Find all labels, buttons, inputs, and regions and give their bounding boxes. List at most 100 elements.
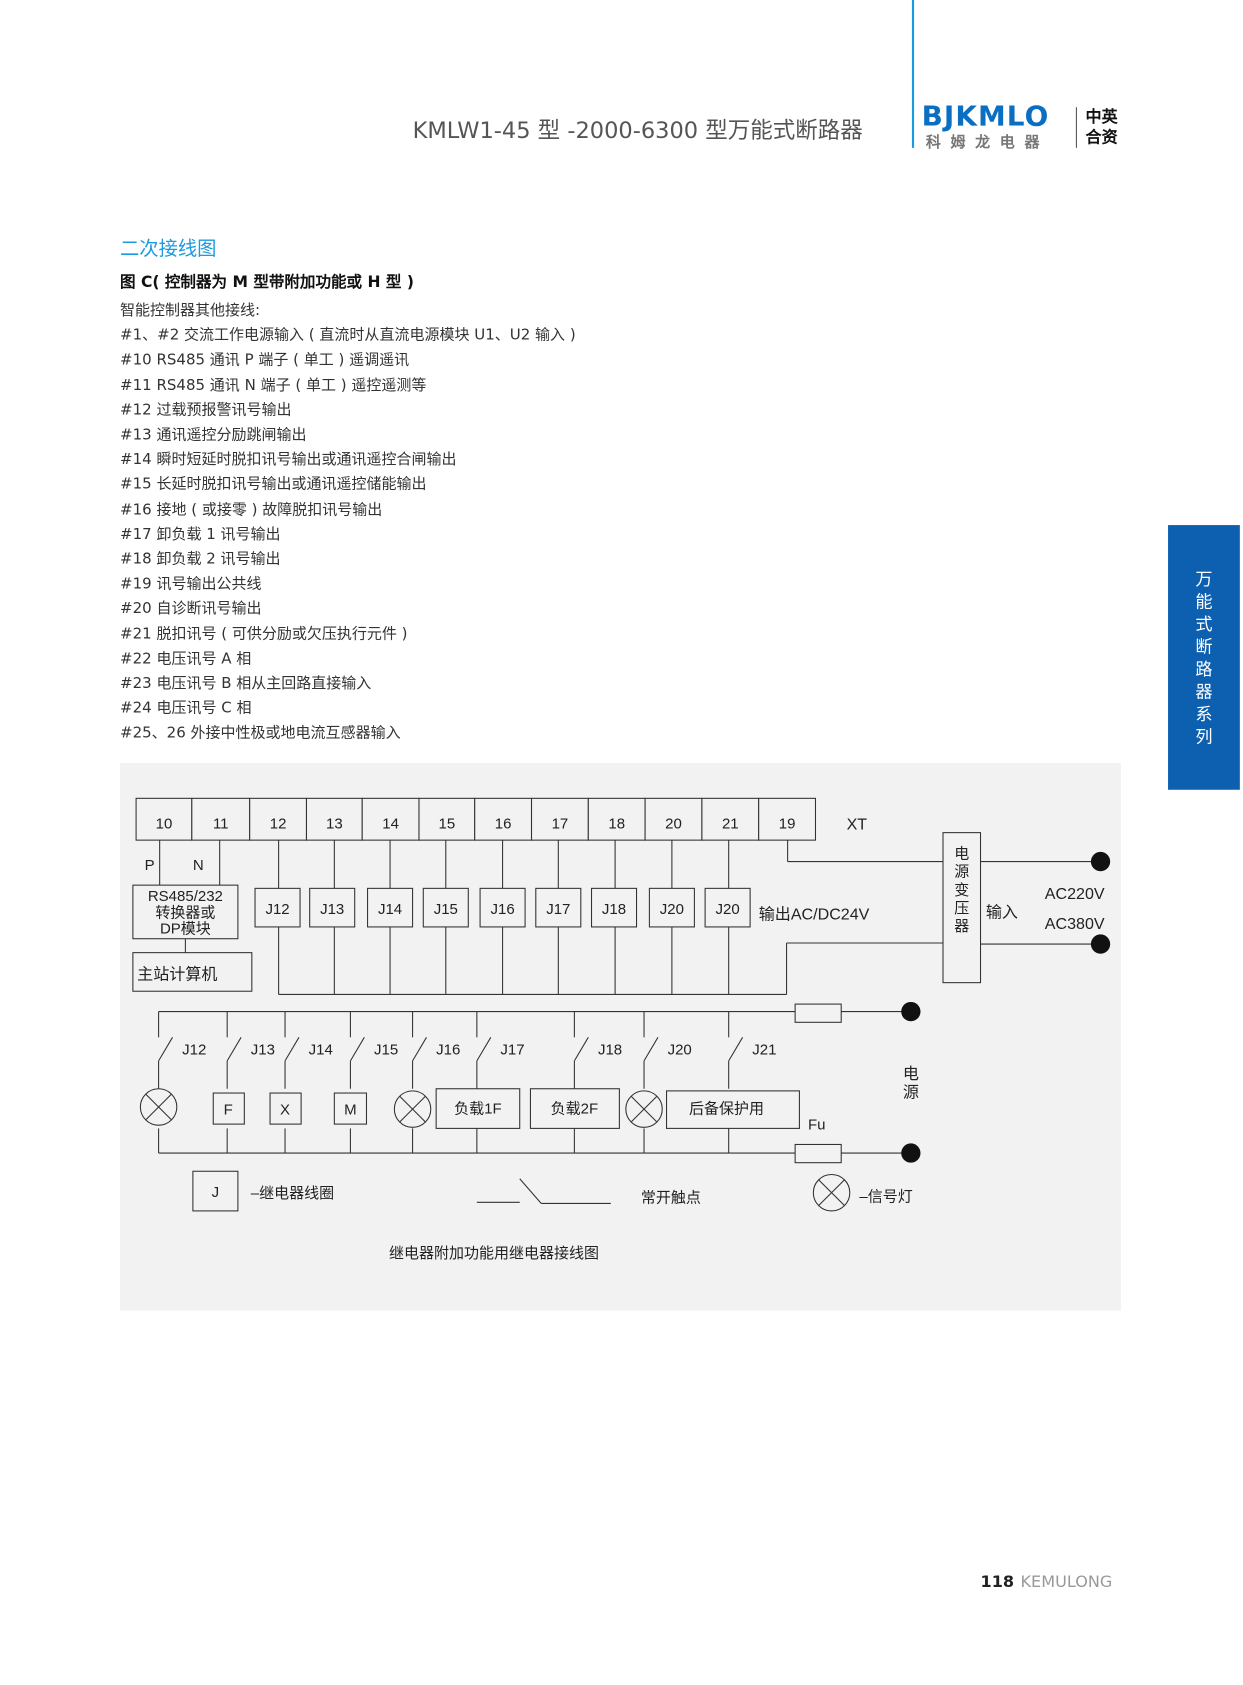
contact-label: J18 — [598, 1041, 622, 1058]
contact-label: J13 — [251, 1041, 275, 1058]
terminal-label: 18 — [608, 815, 625, 832]
wire — [630, 1095, 658, 1123]
relay-label: J17 — [546, 901, 570, 918]
relay-label: J14 — [378, 901, 402, 918]
description-line: #22 电压讯号 A 相 — [120, 650, 252, 668]
fuse-top — [794, 1003, 842, 1023]
xt-label: XT — [847, 815, 868, 833]
terminal-cell — [587, 797, 646, 841]
power-label-char: 源 — [903, 1083, 919, 1101]
wire — [412, 1037, 427, 1062]
description-line: #15 长延时脱扣讯号输出或通讯遥控储能输出 — [120, 476, 427, 494]
backup-label: 后备保护用 — [689, 1100, 764, 1117]
relay-box — [648, 887, 695, 928]
wire — [573, 1037, 589, 1062]
fu-label: Fu — [808, 1116, 826, 1133]
description-line: #19 讯号输出公共线 — [120, 575, 262, 593]
wire — [158, 1037, 173, 1062]
terminal-label: 19 — [779, 815, 796, 832]
relay-label: J12 — [265, 901, 289, 918]
legend-contact-label: 常开触点 — [641, 1189, 701, 1206]
power-label-char: 电 — [903, 1065, 919, 1083]
description-line: #11 RS485 通讯 N 端子 ( 单工 ) 遥控遥测等 — [120, 376, 427, 394]
wire — [728, 1037, 744, 1062]
terminal-label: 21 — [722, 815, 739, 832]
transformer-label: 电源变压器 — [954, 845, 970, 936]
side-tab[interactable]: 万能式断路器系列 — [1168, 525, 1240, 790]
description-line: #21 脱扣讯号 ( 可供分励或欠压执行元件 ) — [120, 625, 408, 643]
converter-label: 转换器或 — [155, 904, 215, 921]
coil-f — [212, 1092, 245, 1125]
description-line: #12 过载预报警讯号输出 — [120, 401, 292, 419]
coil-m-label: M — [344, 1101, 357, 1118]
terminal-dot-icon — [901, 1143, 921, 1163]
section-title: 二次接线图 — [120, 237, 217, 261]
relay-box — [367, 887, 414, 928]
relay-box — [309, 887, 356, 928]
load-2f-label: 负载2F — [551, 1100, 599, 1117]
terminal-cell — [644, 797, 703, 841]
n-label: N — [193, 857, 204, 874]
ac220-label: AC220V — [1045, 885, 1105, 903]
contact-label: J21 — [752, 1041, 776, 1058]
terminal-label: 12 — [270, 815, 287, 832]
terminal-cell — [530, 797, 589, 841]
load-2f-box — [529, 1088, 620, 1129]
converter-label: RS485/232 — [148, 888, 223, 905]
relay-box — [254, 887, 301, 928]
relay-box — [704, 887, 751, 928]
wire — [643, 1037, 659, 1062]
master-computer-label: 主站计算机 — [137, 964, 217, 983]
wire — [226, 1037, 242, 1062]
ac380-label: AC380V — [1045, 915, 1105, 933]
wire — [476, 1037, 492, 1062]
logo-subtitle: 科姆龙电器 — [925, 133, 1050, 152]
relay-label: J20 — [716, 901, 740, 918]
figure-title: 图 C( 控制器为 M 型带附加功能或 H 型 ) — [120, 274, 414, 292]
description-line: #18 卸负载 2 讯号输出 — [120, 550, 281, 568]
header-divider — [911, 0, 915, 148]
description-line: #14 瞬时短延时脱扣讯号输出或通讯遥控合闸输出 — [120, 451, 457, 469]
terminal-label: 15 — [439, 815, 456, 832]
legend-lamp-label: –信号灯 — [859, 1188, 912, 1205]
relay-label: J20 — [660, 901, 684, 918]
load-1f-box — [435, 1088, 521, 1129]
description-line: #20 自诊断讯号输出 — [120, 600, 262, 618]
relay-box — [422, 887, 469, 928]
relay-label: J15 — [434, 901, 458, 918]
transformer-box — [942, 832, 982, 984]
wire — [519, 1178, 542, 1204]
wire — [399, 1095, 426, 1123]
relay-label: J18 — [602, 901, 626, 918]
load-1f-label: 负载1F — [454, 1100, 502, 1117]
description-line: #1、#2 交流工作电源输入 ( 直流时从直流电源模块 U1、U2 输入 ) — [120, 327, 576, 345]
terminal-cell — [758, 797, 817, 841]
relay-box — [535, 887, 582, 928]
wire — [349, 1037, 365, 1062]
relay-box — [590, 887, 638, 928]
contact-label: J17 — [500, 1041, 524, 1058]
description-line: #17 卸负载 1 讯号输出 — [120, 525, 281, 544]
description-line: #24 电压讯号 C 相 — [120, 700, 252, 718]
terminal-label: 16 — [495, 815, 512, 832]
contact-label: J20 — [668, 1041, 692, 1058]
coil-x — [269, 1092, 302, 1125]
coil-f-label: F — [224, 1101, 233, 1118]
p-label: P — [145, 857, 155, 874]
terminal-label: 14 — [382, 815, 399, 832]
terminal-cell — [418, 797, 476, 841]
contact-label: J15 — [374, 1041, 398, 1058]
description-line: 智能控制器其他接线: — [120, 302, 261, 320]
contact-label: J14 — [309, 1041, 333, 1058]
document-title: KMLW1-45 型 -2000-6300 型万能式断路器 — [412, 117, 863, 144]
terminal-label: 20 — [665, 815, 682, 832]
backup-box — [665, 1090, 800, 1129]
wire — [284, 1037, 300, 1062]
terminal-label: 13 — [326, 815, 343, 832]
relay-label: J16 — [490, 901, 514, 918]
transformer-label-frame: 电源变压器 — [954, 845, 970, 936]
master-computer-box — [132, 952, 253, 992]
legend-coil-symbol: J — [212, 1184, 220, 1201]
